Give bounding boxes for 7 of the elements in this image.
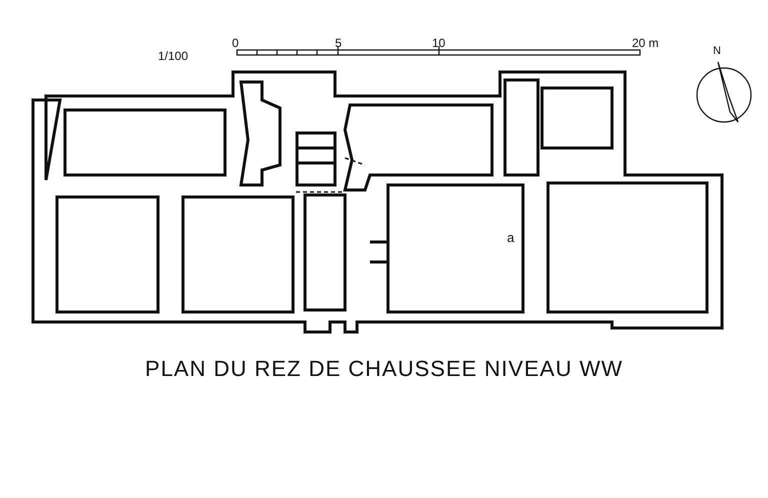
scale-number: 20 m: [632, 37, 659, 49]
scale-number: 0: [232, 37, 239, 49]
north-label: N: [713, 46, 721, 57]
scale-ratio: 1/100: [158, 50, 188, 62]
scale-number: 10: [432, 37, 446, 49]
room-mark: a: [507, 231, 514, 244]
plan-title: PLAN DU REZ DE CHAUSSEE NIVEAU WW: [144, 356, 624, 382]
